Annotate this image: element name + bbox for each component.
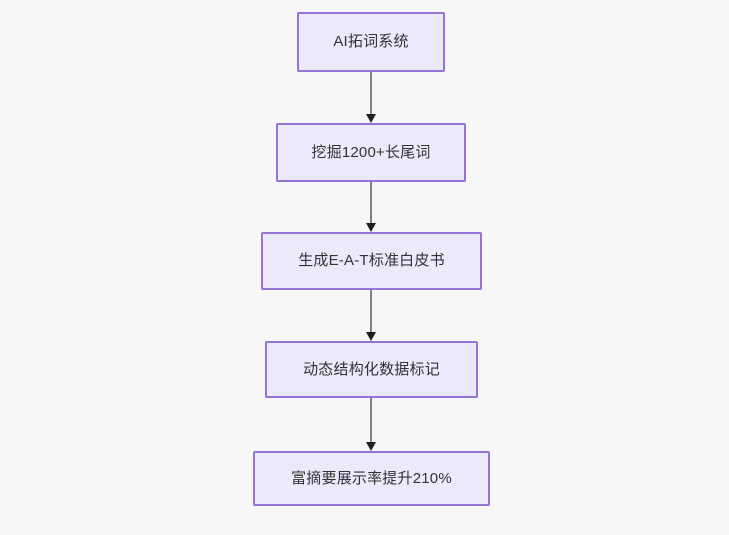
arrowhead-icon-n1-to-n2: [366, 114, 376, 123]
flow-node-n2[interactable]: 挖掘1200+长尾词: [276, 123, 466, 182]
flow-node-label-n5: 富摘要展示率提升210%: [291, 469, 452, 487]
flow-node-n5[interactable]: 富摘要展示率提升210%: [253, 451, 490, 506]
flow-node-label-n1: AI拓词系统: [333, 33, 409, 50]
flow-node-n1[interactable]: AI拓词系统: [297, 12, 445, 72]
flow-node-n3[interactable]: 生成E-A-T标准白皮书: [261, 232, 482, 290]
arrowhead-icon-n3-to-n4: [366, 332, 376, 341]
flow-node-label-n2: 挖掘1200+长尾词: [311, 143, 431, 161]
flow-node-label-n4: 动态结构化数据标记: [303, 360, 440, 378]
arrowhead-icon-n2-to-n3: [366, 223, 376, 232]
flow-node-label-n3: 生成E-A-T标准白皮书: [298, 252, 445, 269]
flow-node-n4[interactable]: 动态结构化数据标记: [265, 341, 478, 398]
arrowhead-icon-n4-to-n5: [366, 442, 376, 451]
